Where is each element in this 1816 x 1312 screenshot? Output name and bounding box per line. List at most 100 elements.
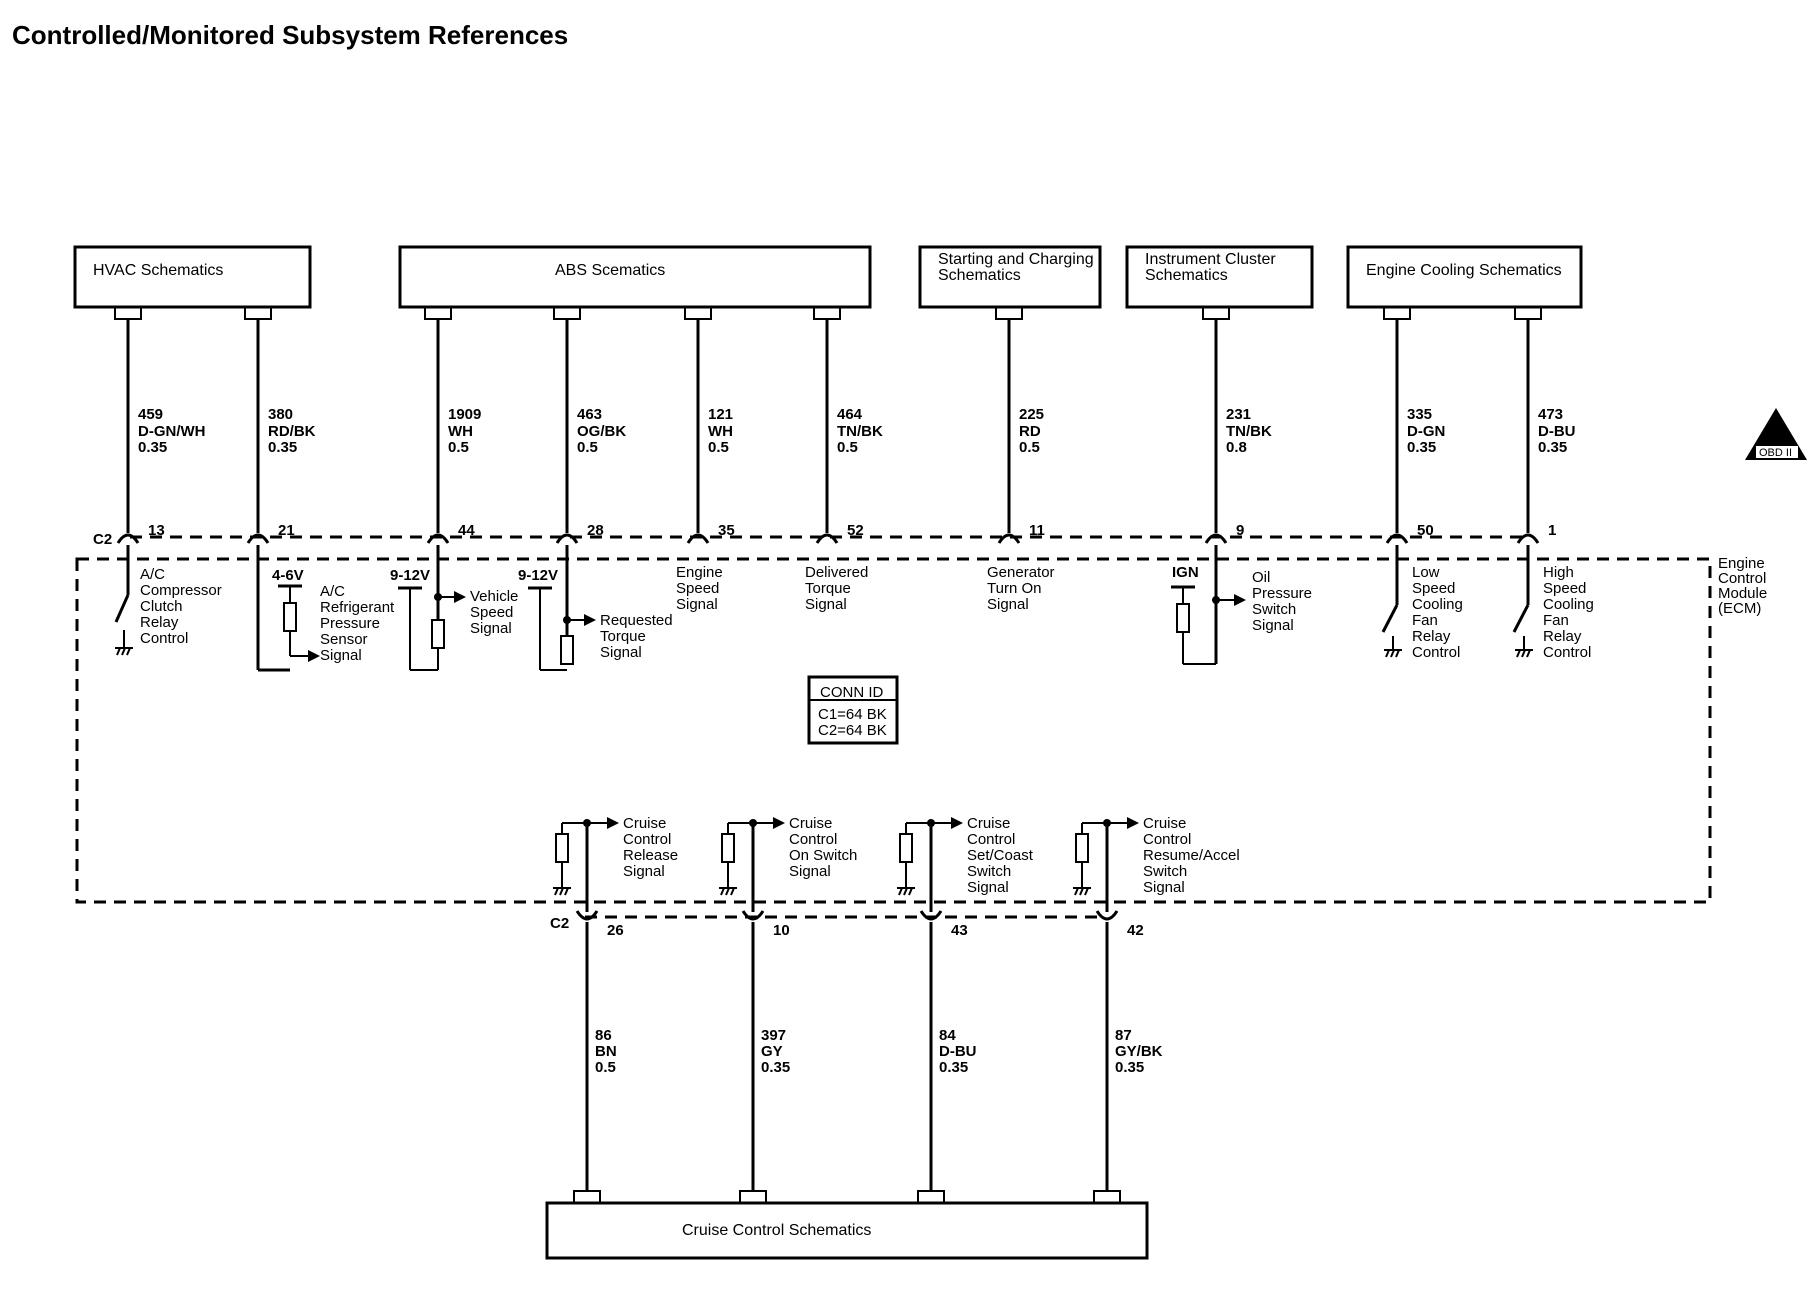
wire-gauge: 0.8 (1226, 439, 1247, 456)
signal-label: Control (967, 831, 1015, 848)
signal-label: Cruise (967, 815, 1010, 832)
ground-symbol (1390, 649, 1395, 658)
schematic-box (1346, 245, 1583, 309)
wire-color: D-GN/WH (138, 423, 206, 440)
circuit-number: 380 (268, 406, 293, 423)
connector-pin (919, 910, 943, 921)
wire-color: RD/BK (268, 423, 316, 440)
connector-pin (997, 533, 1021, 544)
reference-voltage: 4-6V (272, 567, 304, 584)
signal-label: Signal (676, 596, 718, 613)
ground-symbol (903, 887, 908, 896)
signal-label: Clutch (140, 598, 183, 615)
circuit-number: 459 (138, 406, 163, 423)
signal-label: Speed (1412, 580, 1455, 597)
reference-voltage: IGN (1172, 564, 1199, 581)
circuit-number: 121 (708, 406, 733, 423)
ground-symbol (121, 647, 126, 656)
signal-arrow (584, 614, 596, 626)
ground-symbol (564, 887, 569, 896)
pin-number: 9 (1236, 522, 1244, 539)
cruise-control-box-label: Cruise Control Schematics (682, 1222, 871, 1239)
schematic-box-label: ABS Scematics (555, 262, 665, 279)
signal-label: Control (140, 630, 188, 647)
wire-color: WH (708, 423, 733, 440)
signal-label: Delivered (805, 564, 868, 581)
ground-symbol (1074, 887, 1079, 896)
wire-gauge: 0.5 (595, 1059, 616, 1076)
signal-label: Resume/Accel (1143, 847, 1240, 864)
connector-pin (1516, 533, 1540, 544)
signal-label: Pressure (1252, 585, 1312, 602)
cruise-control-box (545, 1201, 1149, 1260)
pin-number: 10 (773, 922, 790, 939)
signal-label: Fan (1543, 612, 1569, 629)
ground-symbol (116, 647, 121, 656)
signal-label: Control (1543, 644, 1591, 661)
pin-number: 44 (458, 522, 475, 539)
connector-pin (1095, 910, 1119, 921)
wire-gauge: 0.5 (1019, 439, 1040, 456)
signal-label: Signal (1252, 617, 1294, 634)
signal-label: Control (1143, 831, 1191, 848)
signal-label: Signal (967, 879, 1009, 896)
conn-id-title: CONN ID (820, 684, 884, 701)
box-terminal (684, 307, 712, 320)
signal-arrow (773, 817, 785, 829)
connector-pin (1204, 533, 1228, 544)
schematic-box-label: Schematics (938, 267, 1021, 284)
signal-label: Release (623, 847, 678, 864)
signal-arrow (308, 650, 320, 662)
wire-color: TN/BK (1226, 423, 1272, 440)
conn-id-line: C1=64 BK (818, 706, 887, 723)
signal-label: Switch (967, 863, 1011, 880)
schematic-box-label: Instrument Cluster (1145, 251, 1276, 268)
signal-label: Cruise (623, 815, 666, 832)
signal-label: Signal (470, 620, 512, 637)
signal-label: Generator (987, 564, 1055, 581)
wire-color: WH (448, 423, 473, 440)
reference-voltage: 9-12V (390, 567, 430, 584)
circuit-number: 231 (1226, 406, 1251, 423)
circuit-number: 84 (939, 1027, 956, 1044)
resistor-symbol (1176, 603, 1190, 633)
ground-symbol (908, 887, 913, 896)
signal-label: Relay (1412, 628, 1451, 645)
obd-badge-symbol: II (1766, 425, 1774, 442)
ground-symbol (1079, 887, 1084, 896)
wire-gauge: 0.35 (138, 439, 167, 456)
circuit-number: 1909 (448, 406, 481, 423)
signal-label: Set/Coast (967, 847, 1034, 864)
box-terminal (1202, 307, 1230, 320)
ecm-label: Control (1718, 570, 1766, 587)
pin-number: 35 (718, 522, 735, 539)
ground-symbol (725, 887, 730, 896)
wire-gauge: 0.35 (268, 439, 297, 456)
resistor-symbol (431, 619, 445, 649)
signal-label: Requested (600, 612, 673, 629)
ecm-boundary (75, 557, 1712, 904)
box-terminal (739, 1190, 767, 1203)
signal-arrow (951, 817, 963, 829)
connector-name-top: C2 (93, 531, 112, 548)
signal-arrow (607, 817, 619, 829)
signal-label: Cruise (789, 815, 832, 832)
signal-arrow (454, 591, 466, 603)
signal-label: High (1543, 564, 1574, 581)
connector-pin (741, 910, 765, 921)
circuit-number: 87 (1115, 1027, 1132, 1044)
signal-label: Signal (987, 596, 1029, 613)
schematic-box (1125, 245, 1314, 309)
wire-gauge: 0.35 (761, 1059, 790, 1076)
ecm-label: (ECM) (1718, 600, 1761, 617)
signal-label: Relay (140, 614, 179, 631)
resistor-symbol (283, 602, 297, 632)
schematic-box-label: HVAC Schematics (93, 262, 223, 279)
signal-label: Refrigerant (320, 599, 395, 616)
signal-label: Torque (805, 580, 851, 597)
signal-label: Fan (1412, 612, 1438, 629)
pin-number: 50 (1417, 522, 1434, 539)
signal-label: Signal (789, 863, 831, 880)
pin-number: 21 (278, 522, 295, 539)
wire-color: OG/BK (577, 423, 626, 440)
